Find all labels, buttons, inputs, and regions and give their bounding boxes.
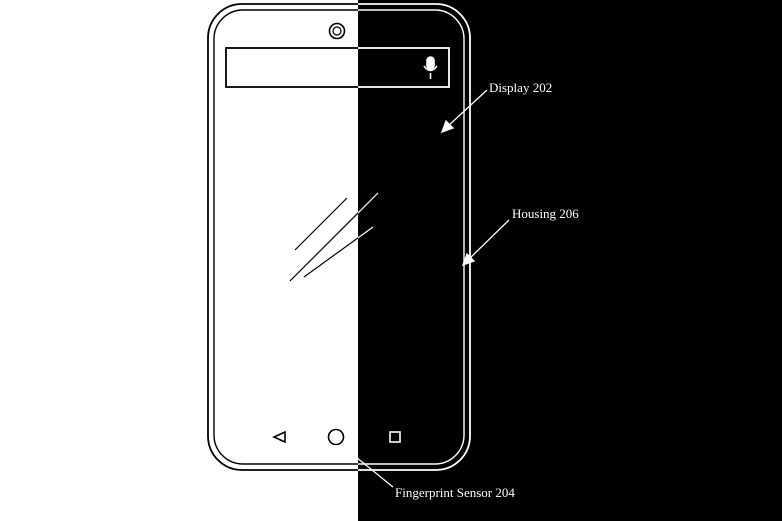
background-left-half <box>0 0 358 521</box>
housing-label: Housing 206 <box>512 206 579 221</box>
display-label: Display 202 <box>489 80 552 95</box>
display-callout-arrow <box>440 89 488 134</box>
microphone-icon <box>423 56 438 79</box>
fingerprint-sensor-label: Fingerprint Sensor 204 <box>395 485 515 500</box>
background-right-half <box>358 0 782 521</box>
housing-callout-arrow <box>461 219 510 267</box>
fingerprint-callout-arrow <box>343 446 394 488</box>
